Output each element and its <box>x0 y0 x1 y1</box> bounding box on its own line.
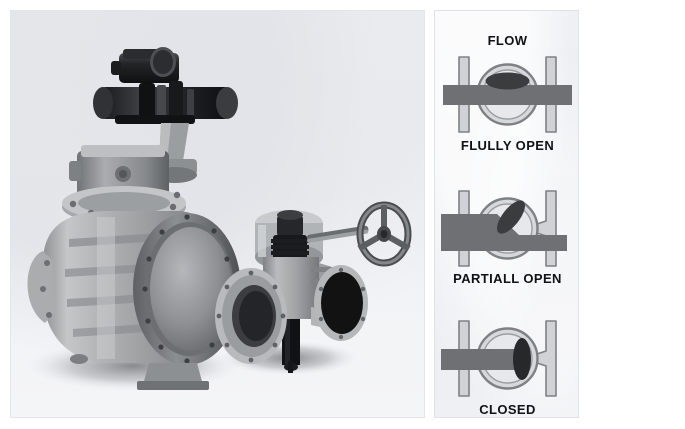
flow-arrow-closed <box>441 349 519 370</box>
valve-diagram-fully-open <box>443 56 572 133</box>
small-geared-butterfly-valve <box>215 201 412 373</box>
gear-teeth <box>271 239 309 255</box>
flow-label: FLOW <box>487 33 528 48</box>
closed-label: CLOSED <box>479 402 536 417</box>
valve-position-diagrams: FLOW FLULLY OPEN <box>434 10 579 418</box>
diagram-content: FLOW FLULLY OPEN <box>435 11 578 417</box>
small-flange-bolt-holes <box>216 270 286 363</box>
valve-actuator-motor <box>111 47 179 83</box>
fully-open-label: FLULLY OPEN <box>460 138 555 153</box>
valve-support-foot <box>137 363 209 390</box>
valve-disc-fully-open <box>485 72 530 90</box>
valve-disc-partiall-open <box>496 200 526 234</box>
valve-diagram-closed <box>441 320 557 397</box>
butterfly-valve-photograph <box>10 10 425 418</box>
valve-actuator-gearbox <box>93 81 238 125</box>
small-valve-inlet-flange <box>215 268 287 364</box>
small-valve-handwheel <box>306 201 412 267</box>
large-actuated-butterfly-valve <box>27 47 241 390</box>
valve-disc-closed <box>513 338 531 380</box>
flow-arrow-fully-open <box>443 85 572 105</box>
valve-drain-boss <box>70 354 88 364</box>
valve-outlet-flange <box>133 213 241 365</box>
photo-artwork <box>21 47 412 392</box>
partiall-open-label: PARTIALL OPEN <box>453 271 562 286</box>
valve-diagram-partiall-open <box>441 190 567 267</box>
small-valve-outlet-flange <box>314 265 368 341</box>
